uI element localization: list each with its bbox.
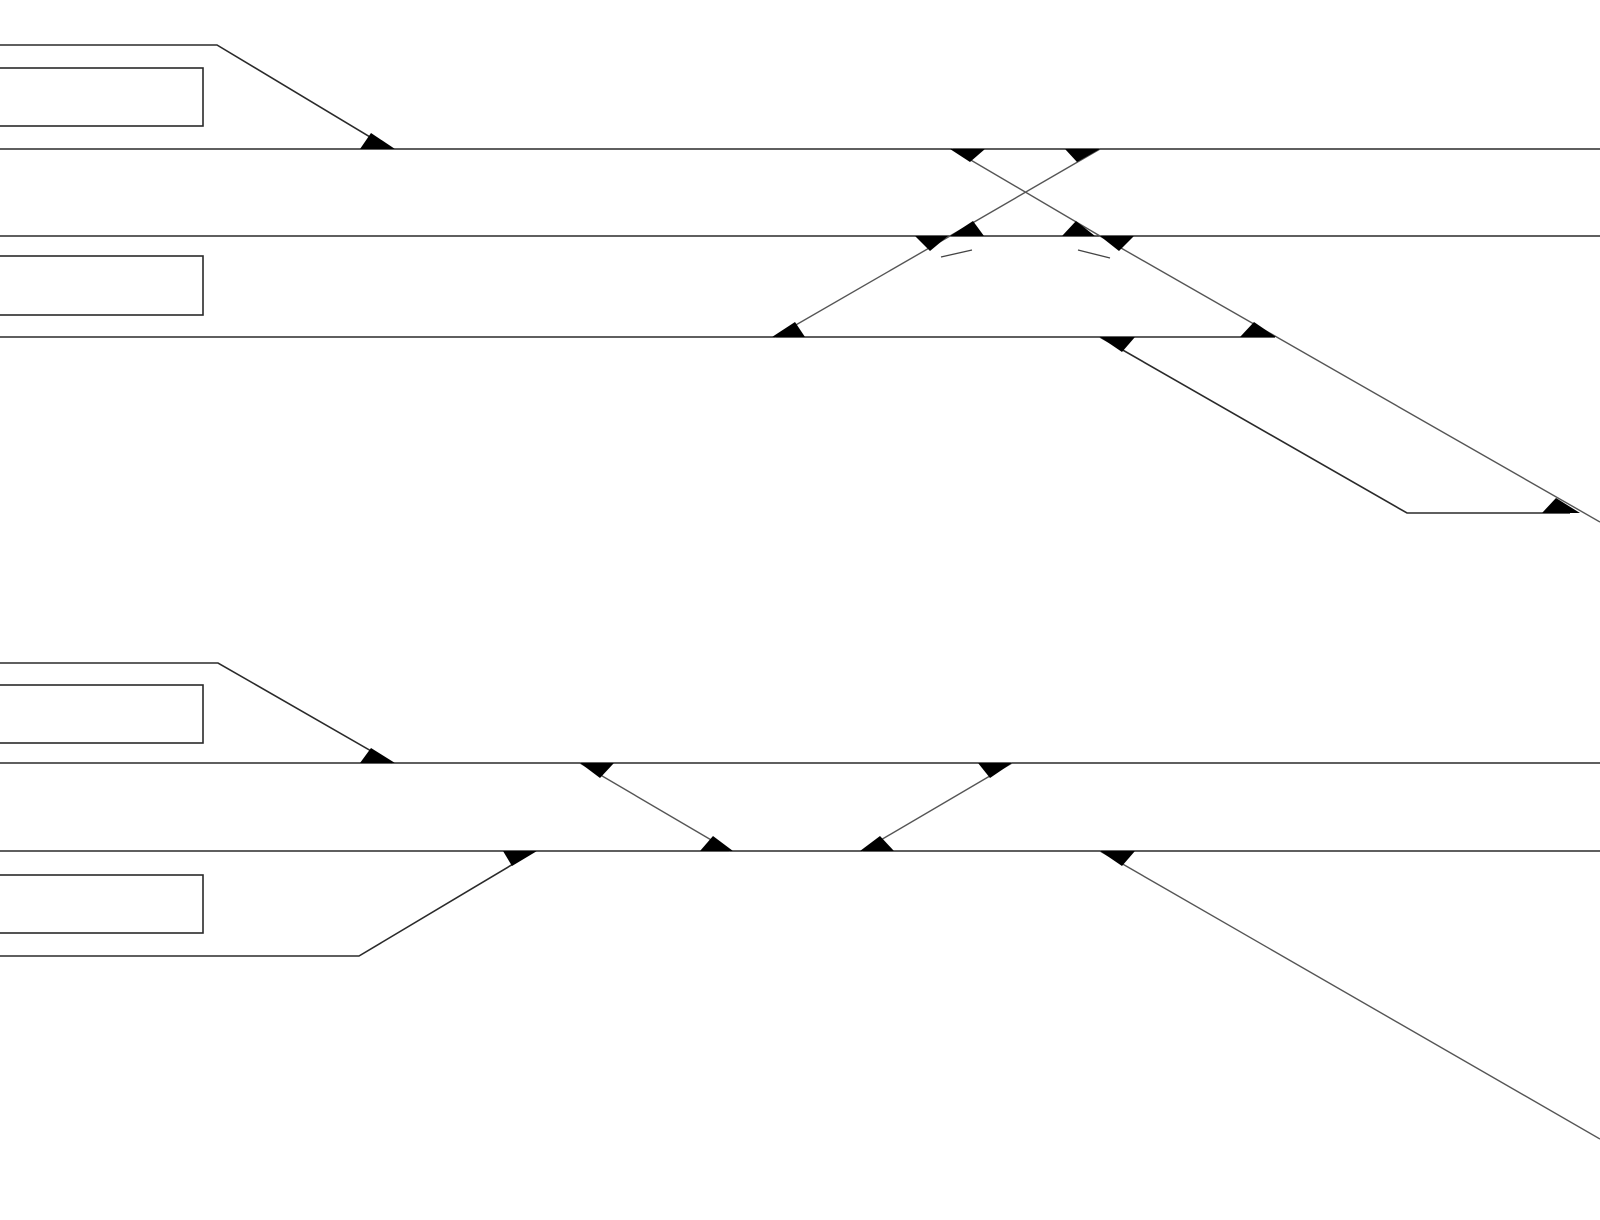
upper-platform-2 [0, 255, 204, 316]
lower-siding-bottom [0, 850, 536, 957]
lower-platform-1 [0, 684, 204, 744]
frog-icon [1100, 851, 1135, 866]
frog-icon [772, 322, 805, 337]
lower-diag-long [1099, 850, 1600, 1140]
frog-icon [1062, 221, 1095, 236]
lower-siding-top [0, 662, 393, 764]
frog-icon [860, 836, 894, 851]
frog-icon [1100, 337, 1135, 352]
frog-icon [1542, 498, 1580, 513]
frog-icon [950, 149, 985, 162]
upper-crossover-b [949, 148, 1101, 237]
upper-diag-left [774, 235, 951, 338]
frog-icon [700, 836, 733, 851]
frog-icon [360, 748, 395, 763]
frog-icon [915, 236, 948, 251]
frog-icon [503, 851, 537, 866]
upper-siding-top [0, 44, 391, 150]
lower-platform-2 [0, 874, 204, 934]
frog-icon [1240, 322, 1276, 337]
lower-crossover-a [579, 762, 731, 852]
upper-tick-left [940, 249, 973, 258]
frog-icon [1065, 149, 1100, 162]
upper-branch-loop [1099, 336, 1570, 514]
upper-diag-long [1099, 235, 1600, 523]
upper-tick-right [1077, 249, 1111, 259]
frog-icon [1100, 236, 1134, 251]
frog-icon [978, 763, 1012, 778]
frog-icon [950, 221, 984, 236]
upper-platform-1 [0, 67, 204, 127]
lower-crossover-b [861, 762, 1013, 852]
frog-icon [360, 133, 395, 149]
upper-yard [0, 44, 1600, 523]
lower-yard [0, 662, 1600, 1140]
frog-icon [580, 763, 614, 778]
